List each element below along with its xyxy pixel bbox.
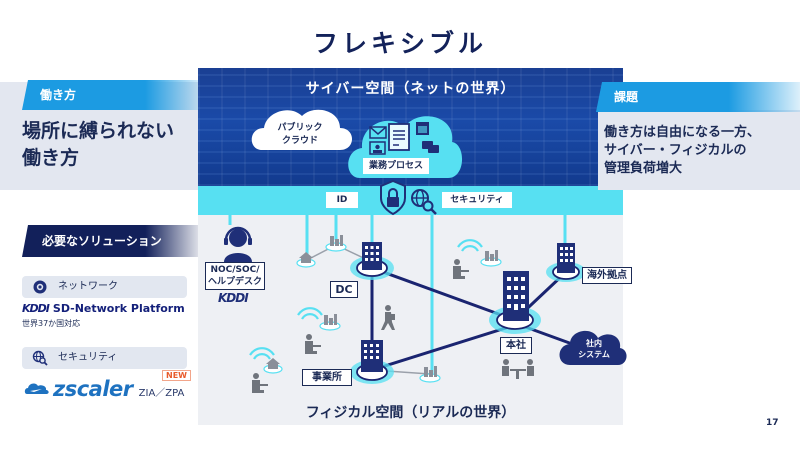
public-cloud-icon (251, 109, 352, 150)
slide-title: フレキシブル (312, 29, 487, 58)
work-style-line-1: 場所に縛られない (22, 120, 175, 142)
network-globe-icon (33, 280, 47, 294)
document-icon (388, 123, 410, 151)
security-label: セキュリティ (442, 192, 512, 208)
physical-space-title: フィジカル空間（リアルの世界） (305, 405, 516, 421)
calendar-icon (416, 122, 429, 135)
internal-system-line-2: システム (578, 350, 610, 359)
internal-system-cloud-icon (559, 330, 627, 365)
chat-icon (422, 141, 439, 153)
zscaler-wordmark: zscaler (53, 377, 133, 401)
id-label: ID (326, 192, 358, 208)
new-badge: NEW (162, 370, 191, 381)
zia-zpa-label: ZIA／ZPA (138, 387, 185, 399)
mail-icon (369, 126, 387, 139)
sd-network-product: SD-Network Platform (52, 302, 185, 315)
noc-line-1: NOC/SOC/ (210, 265, 260, 275)
work-style-tag: 働き方 (22, 80, 198, 110)
work-style-line-2: 働き方 (22, 147, 80, 169)
small-city-icons (319, 235, 502, 383)
internal-system-label: 社内 システム (570, 338, 618, 360)
network-pill: ネットワーク (22, 276, 187, 298)
hq-building-icon (503, 271, 529, 321)
shield-lock-icon (380, 179, 406, 216)
public-cloud-label: パブリック クラウド (268, 122, 332, 148)
issue-panel (598, 110, 800, 190)
solutions-tag: 必要なソリューション (22, 225, 198, 257)
globe-search-icon (32, 350, 48, 366)
overseas-building-icon (557, 243, 575, 273)
security-label: セキュリティ (58, 352, 118, 363)
work-style-text: 場所に縛られない 働き方 (22, 118, 174, 172)
physical-space-panel (198, 215, 623, 425)
issue-line-3: 管理負荷増大 (604, 161, 683, 176)
dc-label: DC (330, 281, 358, 298)
country-coverage-note: 世界37か国対応 (22, 319, 81, 328)
wifi-icons (249, 239, 483, 360)
headset-operator-icon (224, 226, 252, 262)
zscaler-logo: zscaler ZIA／ZPA (24, 377, 185, 401)
globe-search-icon (411, 189, 437, 215)
band-links (228, 200, 567, 380)
public-cloud-line-2: クラウド (281, 136, 318, 146)
home-icons (263, 252, 316, 374)
video-call-icon (369, 141, 386, 155)
meeting-icon (502, 359, 534, 379)
noc-kddi-logo: KDDI (218, 291, 249, 305)
office-label: 事業所 (302, 369, 352, 386)
kddi-logo: KDDI (22, 302, 50, 315)
page-number: 17 (766, 418, 779, 428)
walking-person-icon (381, 305, 395, 330)
zscaler-cloud-icon (24, 383, 49, 394)
noc-label: NOC/SOC/ ヘルプデスク (205, 262, 265, 290)
cyber-space-title: サイバー空間（ネットの世界） (305, 81, 516, 97)
network-links (370, 266, 576, 372)
issue-line-2: サイバー・フィジカルの (604, 143, 747, 158)
internal-system-line-1: 社内 (586, 339, 602, 348)
hq-label: 本社 (500, 337, 532, 354)
issue-tag: 課題 (596, 82, 800, 112)
business-process-label: 業務プロセス (363, 158, 429, 174)
overseas-label: 海外拠点 (582, 267, 632, 284)
remote-worker-icons (252, 259, 469, 393)
issue-line-1: 働き方は自由になる一方、 (604, 125, 761, 140)
noc-line-2: ヘルプデスク (207, 277, 262, 287)
dc-building-icon (362, 242, 382, 270)
office-building-icon (361, 340, 383, 372)
issue-text: 働き方は自由になる一方、 サイバー・フィジカルの 管理負荷増大 (604, 124, 760, 178)
security-band (198, 186, 623, 215)
public-cloud-line-1: パブリック (277, 123, 323, 133)
security-pill: セキュリティ (22, 347, 187, 369)
network-label: ネットワーク (58, 281, 118, 292)
